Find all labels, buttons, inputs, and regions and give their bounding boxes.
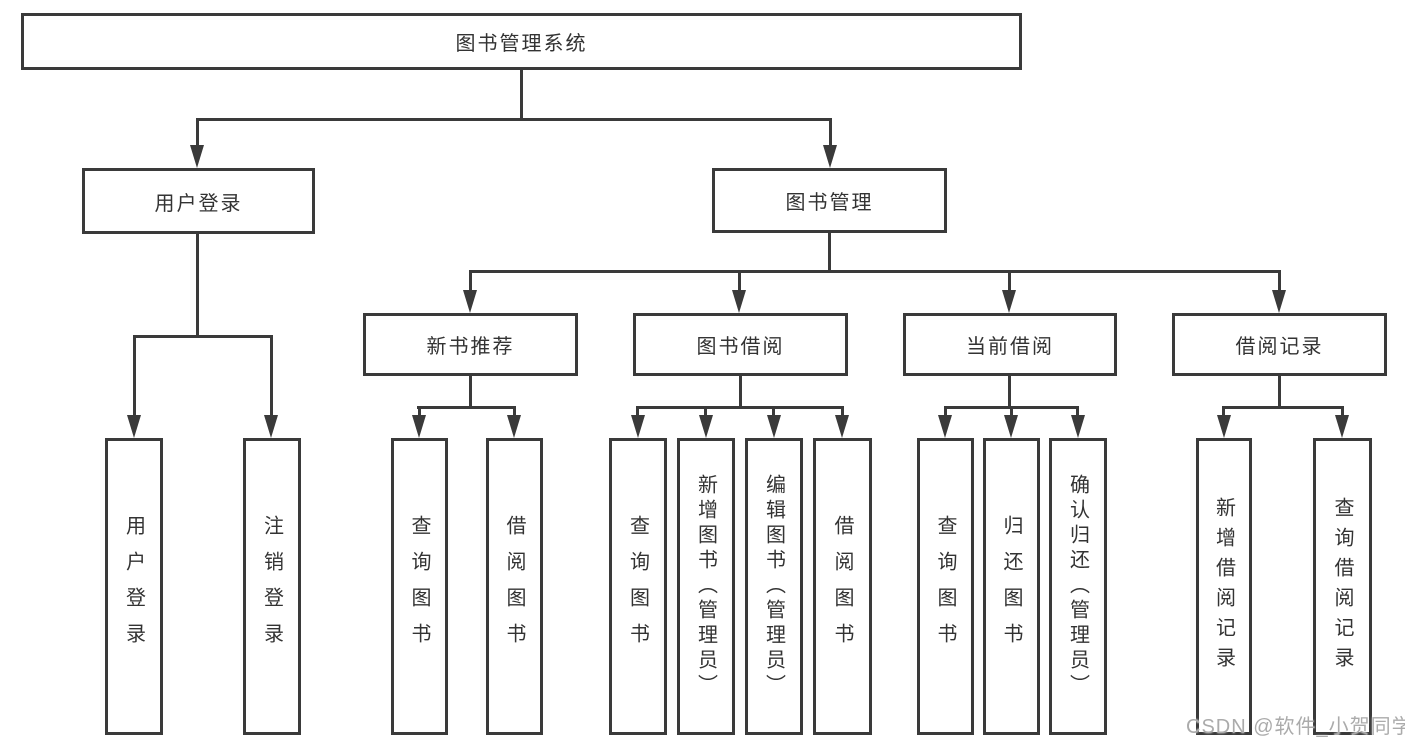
- connector-drop: [841, 406, 844, 416]
- arrowhead-icon: [1071, 415, 1085, 438]
- node-current-borrowing-label: 当前借阅: [966, 336, 1054, 358]
- arrowhead-book-borrowing-icon: [732, 290, 746, 313]
- connector-drop-current-borrowing: [1008, 270, 1011, 290]
- connector-drop: [772, 406, 775, 416]
- leaf-borrowing-borrow-books-label: 借阅图书: [831, 514, 853, 659]
- connector-drop-borrowing-records: [1278, 270, 1281, 290]
- leaf-new-book-query-books-label: 查询图书: [408, 514, 430, 659]
- connector-level3-rail: [469, 270, 1280, 273]
- leaf-add-books-admin: 新增图书（管理员）: [677, 438, 735, 735]
- connector-user-login-rail: [133, 335, 273, 338]
- leaf-confirm-return-admin: 确认归还（管理员）: [1049, 438, 1107, 735]
- node-book-management-label: 图书管理: [785, 192, 874, 214]
- arrowhead-icon: [631, 415, 645, 438]
- leaf-logout: 注销登录: [243, 438, 301, 735]
- leaf-add-borrow-record: 新增借阅记录: [1196, 438, 1252, 735]
- connector-current-borrowing-stem: [1008, 376, 1011, 406]
- node-book-borrowing: 图书借阅: [633, 313, 848, 376]
- connector-book-borrowing-stem: [739, 376, 742, 406]
- arrowhead-user-login-icon: [190, 145, 204, 168]
- leaf-add-borrow-record-label: 新增借阅记录: [1212, 496, 1235, 677]
- connector-drop: [1076, 406, 1079, 416]
- connector-drop: [704, 406, 707, 416]
- leaf-new-book-borrow-books: 借阅图书: [486, 438, 543, 735]
- arrowhead-book-management-icon: [823, 145, 837, 168]
- leaf-new-book-borrow-books-label: 借阅图书: [503, 514, 525, 659]
- connector-drop: [1341, 406, 1344, 416]
- connector-book-borrowing-rail: [636, 406, 843, 409]
- arrowhead-current-borrowing-icon: [1002, 290, 1016, 313]
- arrowhead-icon: [938, 415, 952, 438]
- node-book-management: 图书管理: [712, 168, 947, 233]
- leaf-edit-books-admin-label: 编辑图书（管理员）: [762, 474, 785, 699]
- node-new-book-recommend: 新书推荐: [363, 313, 578, 376]
- connector-borrowing-records-rail: [1222, 406, 1341, 409]
- leaf-borrowing-borrow-books: 借阅图书: [813, 438, 872, 735]
- node-library-system-label: 图书管理系统: [455, 33, 588, 55]
- leaf-borrowing-query-books-label: 查询图书: [626, 514, 649, 659]
- connector-drop-leaf-logout: [270, 335, 273, 415]
- connector-level2-rail: [196, 118, 832, 121]
- connector-drop-book-management: [829, 118, 832, 148]
- arrowhead-new-book-icon: [463, 290, 477, 313]
- connector-drop: [944, 406, 947, 416]
- node-new-book-recommend-label: 新书推荐: [426, 336, 515, 358]
- leaf-new-book-query-books: 查询图书: [391, 438, 448, 735]
- connector-new-book-rail: [417, 406, 516, 409]
- connector-drop-user-login: [196, 118, 199, 148]
- arrowhead-leaf-login-icon: [127, 415, 141, 438]
- leaf-logout-label: 注销登录: [260, 514, 283, 659]
- arrowhead-borrowing-records-icon: [1272, 290, 1286, 313]
- leaf-user-login: 用户登录: [105, 438, 163, 735]
- arrowhead-icon: [412, 415, 426, 438]
- node-user-login-label: 用户登录: [154, 192, 243, 215]
- leaf-return-books-label: 归还图书: [1000, 514, 1022, 659]
- leaf-add-books-admin-label: 新增图书（管理员）: [694, 474, 717, 699]
- leaf-query-borrow-record-label: 查询借阅记录: [1331, 496, 1353, 677]
- arrowhead-icon: [767, 415, 781, 438]
- connector-book-management-stem: [828, 233, 831, 270]
- leaf-current-query-books: 查询图书: [917, 438, 974, 735]
- leaf-return-books: 归还图书: [983, 438, 1040, 735]
- connector-drop-book-borrowing: [738, 270, 741, 290]
- connector-drop: [1222, 406, 1225, 416]
- arrowhead-icon: [1217, 415, 1231, 438]
- node-book-borrowing-label: 图书借阅: [696, 336, 785, 358]
- connector-drop: [636, 406, 639, 416]
- leaf-edit-books-admin: 编辑图书（管理员）: [745, 438, 803, 735]
- leaf-borrowing-query-books: 查询图书: [609, 438, 667, 735]
- arrowhead-icon: [1004, 415, 1018, 438]
- connector-borrowing-records-stem: [1278, 376, 1281, 406]
- arrowhead-icon: [835, 415, 849, 438]
- connector-drop: [1010, 406, 1013, 416]
- arrowhead-leaf-logout-icon: [264, 415, 278, 438]
- node-current-borrowing: 当前借阅: [903, 313, 1117, 376]
- leaf-current-query-books-label: 查询图书: [934, 514, 956, 659]
- node-borrowing-records-label: 借阅记录: [1235, 336, 1324, 358]
- node-user-login: 用户登录: [82, 168, 315, 234]
- node-borrowing-records: 借阅记录: [1172, 313, 1387, 376]
- connector-drop-new-book: [469, 270, 472, 290]
- connector-drop: [513, 406, 516, 416]
- arrowhead-icon: [1335, 415, 1349, 438]
- leaf-query-borrow-record: 查询借阅记录: [1313, 438, 1372, 735]
- connector-root-stem: [520, 70, 523, 118]
- leaf-confirm-return-admin-label: 确认归还（管理员）: [1066, 474, 1089, 699]
- connector-user-login-stem: [196, 234, 199, 335]
- leaf-user-login-label: 用户登录: [122, 514, 145, 659]
- connector-drop: [418, 406, 421, 416]
- arrowhead-icon: [699, 415, 713, 438]
- watermark: CSDN @软件_小贺同学: [1186, 716, 1405, 738]
- connector-drop-leaf-login: [133, 335, 136, 415]
- arrowhead-icon: [507, 415, 521, 438]
- node-library-system: 图书管理系统: [21, 13, 1022, 70]
- connector-new-book-stem: [469, 376, 472, 406]
